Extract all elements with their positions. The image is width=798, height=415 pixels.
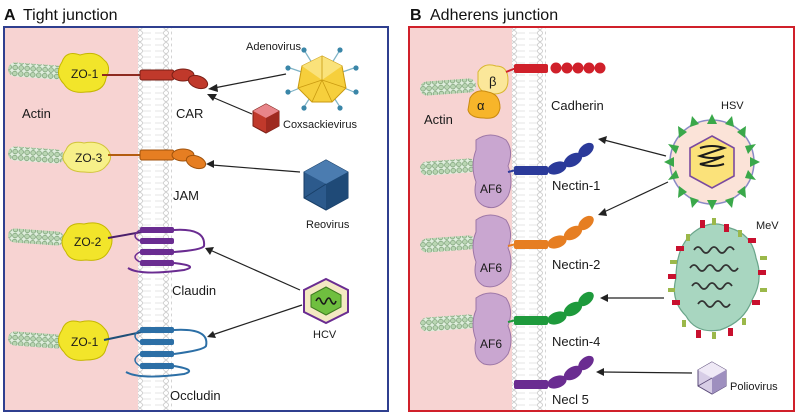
binding-arrows-b: [601, 139, 693, 374]
zo1-occludin-label: ZO-1: [71, 335, 99, 349]
af6-adaptor: AF6: [472, 134, 512, 209]
actin-filament: [8, 62, 64, 349]
nectin4-label: Nectin-4: [552, 334, 600, 349]
car-receptor: [102, 68, 209, 90]
mev-icon: [668, 218, 767, 339]
panel-b-membrane: [512, 28, 546, 410]
nectin1-receptor: [507, 142, 594, 175]
reovirus-icon: [303, 159, 349, 211]
panel-b-border: [408, 26, 795, 412]
adenovirus-label: Adenovirus: [246, 41, 302, 53]
necl5-label: Necl 5: [552, 392, 589, 407]
nectin4-receptor: [507, 291, 594, 325]
panel-b: B Adherens junction Actin β α: [408, 7, 795, 412]
coxsackievirus-label: Coxsackievirus: [283, 119, 357, 131]
nectin2-label: Nectin-2: [552, 257, 600, 272]
alpha-catenin: α: [467, 90, 501, 119]
coxsackievirus-icon: [252, 103, 280, 134]
nectin1-label: Nectin-1: [552, 178, 600, 193]
panel-a-border: [3, 26, 389, 412]
hcv-icon: [303, 277, 349, 325]
cadherin-receptor: [505, 62, 606, 74]
alpha-label: α: [477, 98, 485, 113]
zo3-adaptor: ZO-3: [62, 141, 112, 173]
zo2-adaptor: ZO-2: [61, 222, 113, 261]
poliovirus-label: Poliovirus: [730, 381, 778, 393]
beta-catenin: β: [477, 64, 509, 95]
arrow-heads: [205, 84, 218, 338]
panel-b-letter: B: [410, 7, 422, 24]
arrow-heads-b: [596, 136, 608, 376]
occludin-receptor: [103, 327, 208, 378]
panel-a-title: Tight junction: [23, 7, 118, 24]
hsv-label: HSV: [721, 100, 744, 112]
panel-a: A Tight junction Actin ZO-1 CAR: [3, 7, 389, 412]
af6-adaptor-2: AF6: [472, 214, 512, 288]
jam-label: JAM: [173, 188, 199, 203]
necl5-receptor: [514, 355, 594, 389]
jam-receptor: [108, 148, 207, 170]
occludin-label: Occludin: [170, 388, 221, 403]
hsv-icon: [664, 114, 760, 210]
car-label: CAR: [176, 106, 203, 121]
beta-label: β: [489, 74, 496, 89]
af6-label-1: AF6: [480, 182, 502, 196]
zo1-adaptor-occludin: ZO-1: [58, 320, 110, 361]
af6-adaptor-3: AF6: [472, 292, 512, 366]
actin-filament-b: [420, 78, 476, 332]
panel-a-letter: A: [4, 7, 16, 24]
adenovirus-icon: [285, 47, 359, 111]
nectin2-receptor: [507, 215, 594, 249]
binding-arrows: [209, 73, 303, 336]
claudin-receptor: [107, 227, 206, 274]
panel-a-membrane: [138, 28, 172, 410]
reovirus-label: Reovirus: [306, 219, 350, 231]
af6-label-2: AF6: [480, 261, 502, 275]
zo1-label: ZO-1: [71, 67, 99, 81]
mev-label: MeV: [756, 220, 779, 232]
actin-label-b: Actin: [424, 112, 453, 127]
zo2-label: ZO-2: [74, 235, 102, 249]
af6-label-3: AF6: [480, 337, 502, 351]
cadherin-label: Cadherin: [551, 98, 604, 113]
panel-b-title: Adherens junction: [430, 7, 558, 24]
poliovirus-icon: [697, 361, 727, 395]
claudin-label: Claudin: [172, 283, 216, 298]
zo3-label: ZO-3: [75, 151, 103, 165]
hcv-label: HCV: [313, 329, 337, 341]
actin-label: Actin: [22, 106, 51, 121]
zo1-adaptor: ZO-1: [58, 52, 110, 93]
